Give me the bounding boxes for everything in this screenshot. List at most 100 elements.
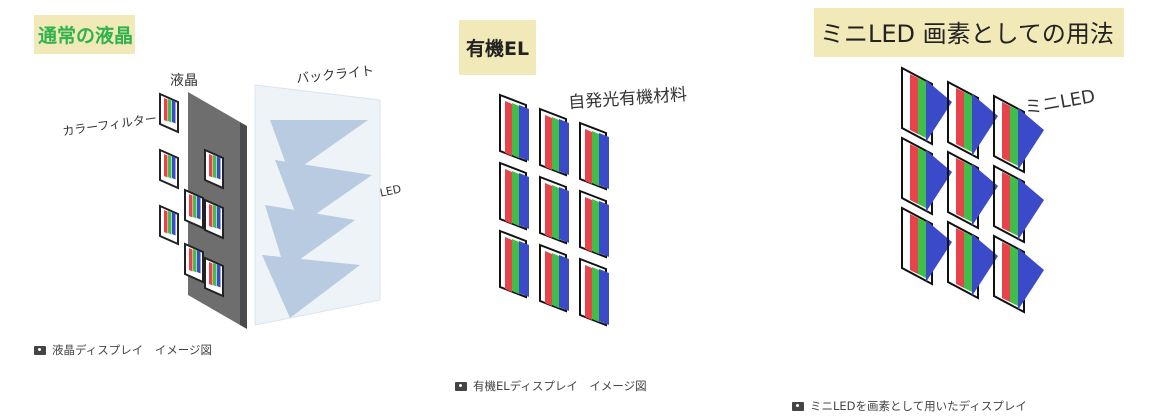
subpixel-blue [559,255,569,311]
subpixel-green [552,253,559,308]
miniled-diagram [901,66,1044,314]
backlight-led [270,120,368,175]
miniled-green [1010,176,1018,236]
subpixel-green [213,205,217,229]
oled-pixel-frame [499,93,527,163]
oled-diagram [499,93,609,327]
subpixel-green [512,103,519,158]
miniled-green [964,162,972,222]
miniled-pixel-frame [947,150,979,230]
oled-pixel-frame [539,107,567,177]
miniled-pixel-grid [901,66,1044,314]
subpixel-red [585,265,592,320]
miniled-pixel-frame [901,66,933,146]
subpixel-green [193,249,197,273]
miniled-blue [972,164,998,226]
subpixel-green [512,239,519,294]
miniled-caption-text: ミニLEDを画素として用いたディスプレイ [810,399,1027,413]
oled-pixel-frame [499,161,527,231]
subpixel-blue [217,156,221,180]
oled-pixel-frame [539,243,567,313]
oled-panel: 有機EL 自発光有機材料 有機ELディスプレイ イメージ図 [400,0,780,420]
subpixel-blue [197,196,201,220]
lcd-caption: 液晶ディスプレイ イメージ図 [34,342,212,358]
subpixel-green [512,171,519,226]
camera-icon [792,401,804,411]
miniled-green [964,92,972,152]
subpixel-blue [519,241,529,297]
subpixel-green [592,131,599,186]
miniled-red [956,88,964,148]
subpixel-green [168,99,172,123]
subpixel-red [209,262,213,286]
miniled-green [1010,246,1018,306]
oled-pixel-grid [499,93,609,327]
subpixel-red [189,194,193,218]
subpixel-red [164,210,168,234]
subpixel-green [168,155,172,179]
oled-pixel-frame [499,229,527,299]
miniled-blue [1018,178,1044,240]
subpixel-blue [217,206,221,230]
subpixel-red [585,197,592,252]
miniled-pixel-frame [947,220,979,300]
miniled-panel: ミニLED 画素としての用法 ミニLED ミニLEDを画素として用いたディスプレ… [780,0,1170,420]
subpixel-green [552,185,559,240]
miniled-pixel-frame [993,94,1025,174]
lcd-title: 通常の液晶 [34,15,136,54]
subpixel-red [209,154,213,178]
miniled-red [956,158,964,218]
miniled-red [910,214,918,274]
miniled-green [964,232,972,292]
subpixel-red [505,237,512,292]
subpixel-blue [519,105,529,161]
subpixel-green [592,199,599,254]
backlight-led [265,205,355,270]
oled-pixel-frame [579,257,607,327]
subpixel-blue [172,156,176,180]
oled-pixel-frame [579,189,607,259]
subpixel-red [545,115,552,170]
subpixel-green [193,195,197,219]
miniled-blue [1018,108,1044,170]
miniled-title: ミニLED 画素としての用法 [814,8,1124,57]
miniled-blue [926,220,952,282]
subpixel-blue [197,250,201,274]
subpixel-red [209,204,213,228]
camera-icon [34,345,46,355]
lcd-glass-edge [240,122,247,329]
miniled-blue [1018,248,1044,310]
subpixel-red [505,101,512,156]
miniled-blue [972,234,998,296]
subpixel-green [213,155,217,179]
miniled-blue [926,80,952,142]
miniled-blue [926,150,952,212]
oled-pixel-frame [539,175,567,245]
oled-pixel-frame [579,121,607,191]
subpixel-green [168,211,172,235]
lcd-caption-text: 液晶ディスプレイ イメージ図 [52,343,212,357]
oled-caption: 有機ELディスプレイ イメージ図 [455,378,647,394]
subpixel-red [189,248,193,272]
miniled-pixel-frame [993,164,1025,244]
subpixel-blue [172,100,176,124]
miniled-blue [972,94,998,156]
backlight-led [275,160,372,225]
subpixel-blue [519,173,529,229]
lcd-label: 液晶 [170,73,198,89]
miniled-pixel-frame [947,80,979,160]
miniled-red [910,74,918,134]
miniled-green [918,218,926,278]
subpixel-red [164,98,168,122]
subpixel-green [592,267,599,322]
subpixel-blue [599,269,609,325]
miniled-red [1002,242,1010,302]
subpixel-blue [559,119,569,175]
color-filter-grid [159,92,224,298]
subpixel-red [545,251,552,306]
oled-title: 有機EL [459,20,537,75]
miniled-green [918,78,926,138]
lcd-panel: 通常の液晶 液晶 バックライト カラーフィルター 通常のLED 液晶ディスプレイ… [0,0,402,420]
miniled-caption: ミニLEDを画素として用いたディスプレイ [792,398,1027,414]
subpixel-green [552,117,559,172]
